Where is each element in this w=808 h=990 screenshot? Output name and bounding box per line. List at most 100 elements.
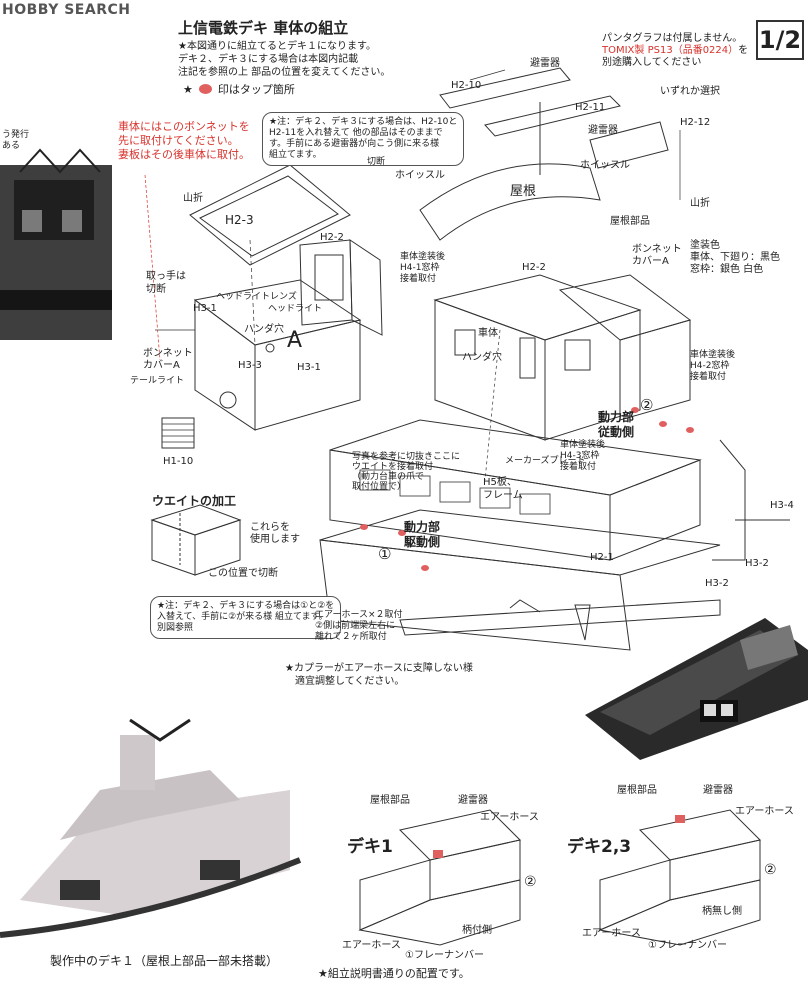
page-number: 1/2 — [756, 20, 804, 60]
power-label-line: 駆動側 — [404, 535, 441, 549]
label-h2-2-left: H2-2 — [320, 232, 344, 243]
red-note-line: 先に取付けてください。 — [118, 134, 239, 147]
label-headlight: ヘッドライト — [268, 304, 323, 314]
part-h2-10-shape — [439, 67, 571, 109]
coupler-line: 適宜調整してください。 — [295, 676, 405, 687]
label-solder-hole-left: ハンダ穴 — [244, 324, 284, 335]
paint-line: 窓枠：銀色 白色 — [690, 264, 764, 275]
label-air-hose-note: エアーホース×２取付 ②側は前端梁左右に 離れて２ヶ所取付 — [315, 610, 403, 643]
h4-2-line: 接着取付 — [690, 372, 727, 382]
airhose-line: エアーホース×２取付 — [315, 610, 403, 620]
red-note-line: 妻板はその後車体に取付。 — [118, 148, 250, 161]
handle-line: 切断 — [146, 284, 166, 295]
weight-note-line: （動力台車の爪で — [352, 472, 425, 482]
h5-line: フレーム — [483, 490, 523, 501]
tap-dot-icon — [198, 84, 212, 94]
weight-note-line: ウエイトを接着取付 — [352, 462, 434, 472]
label-part-a: A — [287, 328, 303, 353]
label-circle-2: ② — [640, 396, 654, 414]
logo-text: HOBBY SEARCH — [2, 2, 131, 18]
label-h1-10: H1-10 — [163, 456, 194, 467]
label-arrester-top: 避雷器 — [530, 58, 560, 69]
tap-legend-text: 印はタップ箇所 — [217, 83, 295, 96]
deki23-frame-number: ①フレーナンバー — [648, 940, 727, 951]
bonnet-label-line: カバーA — [143, 360, 180, 371]
deki23-circle: ② — [764, 862, 777, 878]
label-cut: 切断 — [367, 157, 386, 167]
chassis-photo — [585, 618, 808, 760]
handle-line: 取っ手は — [146, 271, 186, 282]
power-label-line: 動力部 — [598, 410, 635, 424]
label-body: 車体 — [478, 328, 498, 339]
build-photo — [0, 718, 302, 938]
intro-line: デキ２、デキ３にする場合は本図内記載 — [178, 54, 359, 65]
label-choose-one: いずれか選択 — [660, 86, 720, 97]
label-mountain-fold-right: 山折 — [690, 198, 710, 209]
note-line: 別図参照 — [157, 623, 194, 633]
locomotive-photo-left — [0, 148, 112, 340]
label-whistle-right: ホイッスル — [580, 160, 630, 171]
intro-line: 注記を参照の上 部品の位置を変えてください。 — [178, 67, 391, 78]
weight-note-line: 写真を参考に切抜きここに — [352, 452, 461, 462]
pantograph-product: TOMIX製 PS13（品番0224） — [602, 45, 739, 56]
note-line: 入替えて、手前に②が来る様 組立てます。 — [157, 612, 328, 622]
airhose-line: ②側は前端梁左右に — [315, 621, 396, 631]
intro-line: ★本図通りに組立てるとデキ１になります。 — [178, 41, 376, 52]
label-h2-11: H2-11 — [575, 102, 606, 113]
note-line: H2-11を入れ替えて 他の部品はそのままで — [269, 128, 443, 138]
bonnet-label-line: カバーA — [632, 256, 669, 267]
deki23-air-hose-top: エアーホース — [735, 806, 794, 817]
pantograph-line: 別途購入してください — [602, 57, 702, 68]
deki1-handle-side: 柄付側 — [462, 925, 492, 936]
label-weight-cut: この位置で切断 — [208, 568, 278, 579]
hobby-search-logo: HOBBY SEARCH — [2, 2, 130, 18]
h4-1-line: H4-1窓枠 — [400, 263, 440, 273]
power-label-line: 従動側 — [598, 425, 635, 439]
label-h3-4: H3-4 — [770, 500, 794, 511]
deki1-title: デキ1 — [347, 837, 393, 857]
label-makers-plate: メーカーズプレート — [505, 456, 586, 466]
note-line: 組立てます。 — [269, 150, 322, 160]
deki23-roof-parts: 屋根部品 — [617, 785, 657, 796]
deki23-air-hose-bottom: エアーホース — [582, 928, 641, 939]
note-line: ★注：デキ２、デキ３にする場合は①と②を — [157, 601, 335, 611]
label-power-driven-side: 動力部 従動側 — [598, 410, 634, 440]
label-handle-cut: 取っ手は 切断 — [146, 270, 186, 296]
paint-note: 塗装色 車体、下廻り：黒色 窓枠：銀色 白色 — [690, 240, 780, 276]
label-roof: 屋根 — [510, 184, 537, 199]
weight-use-line: これらを — [250, 522, 290, 533]
label-h2-2-right: H2-2 — [522, 262, 546, 273]
build-photo-caption: 製作中のデキ１（屋根上部品一部未搭載） — [50, 954, 279, 968]
label-mountain-fold-left: 山折 — [183, 193, 203, 204]
pantograph-suffix: を — [738, 45, 749, 56]
label-h3-1-left: H3-1 — [193, 303, 217, 314]
assembly-placement-note: ★組立説明書通りの配置です。 — [318, 967, 470, 980]
label-weight-title: ウエイトの加工 — [152, 494, 237, 508]
label-h3-2-top: H3-2 — [745, 558, 769, 569]
fragment-line: ある — [2, 141, 21, 151]
note-line: ★注：デキ２、デキ３にする場合は、H2-10と — [269, 117, 458, 127]
deki1-frame-number: ①フレーナンバー — [405, 950, 484, 961]
label-roof-parts: 屋根部品 — [610, 216, 650, 227]
paint-line: 塗装色 — [690, 240, 720, 251]
deki1-air-hose-bottom: エアーホース — [342, 940, 401, 951]
coupler-line: ★カプラーがエアーホースに支障しない様 — [285, 663, 473, 674]
label-h3-1-right: H3-1 — [297, 362, 321, 373]
h4-3-line: 接着取付 — [560, 462, 597, 472]
label-h3-2: H3-2 — [705, 578, 729, 589]
deki23-front-note: ★注：デキ２、デキ３にする場合は①と②を 入替えて、手前に②が来る様 組立てます… — [150, 596, 342, 639]
deki23-title: デキ2,3 — [567, 837, 632, 857]
page-title: 上信電鉄デキ 車体の組立 — [178, 19, 349, 37]
h4-1-line: 車体塗装後 — [400, 252, 446, 262]
label-h2-1: H2-1 — [590, 552, 614, 563]
label-headlight-lens: ヘッドライトレンズ — [216, 292, 297, 302]
left-margin-fragment: う発行 ある — [2, 130, 29, 152]
pantograph-note: パンタグラフは付属しません。 TOMIX製 PS13（品番0224）を 別途購入… — [602, 33, 748, 69]
tap-legend: ★ 印はタップ箇所 — [183, 81, 295, 97]
weight-placement-note: 写真を参考に切抜きここに ウエイトを接着取付 （動力台車の爪で 取付位置で） — [352, 452, 460, 492]
label-h4-2: 車体塗装後 H4-2窓枠 接着取付 — [690, 350, 735, 383]
coupler-note: ★カプラーがエアーホースに支障しない様 適宜調整してください。 — [285, 662, 473, 688]
label-circle-1: ① — [378, 545, 392, 563]
label-bonnet-cover-left: ボンネット カバーA — [143, 348, 193, 372]
